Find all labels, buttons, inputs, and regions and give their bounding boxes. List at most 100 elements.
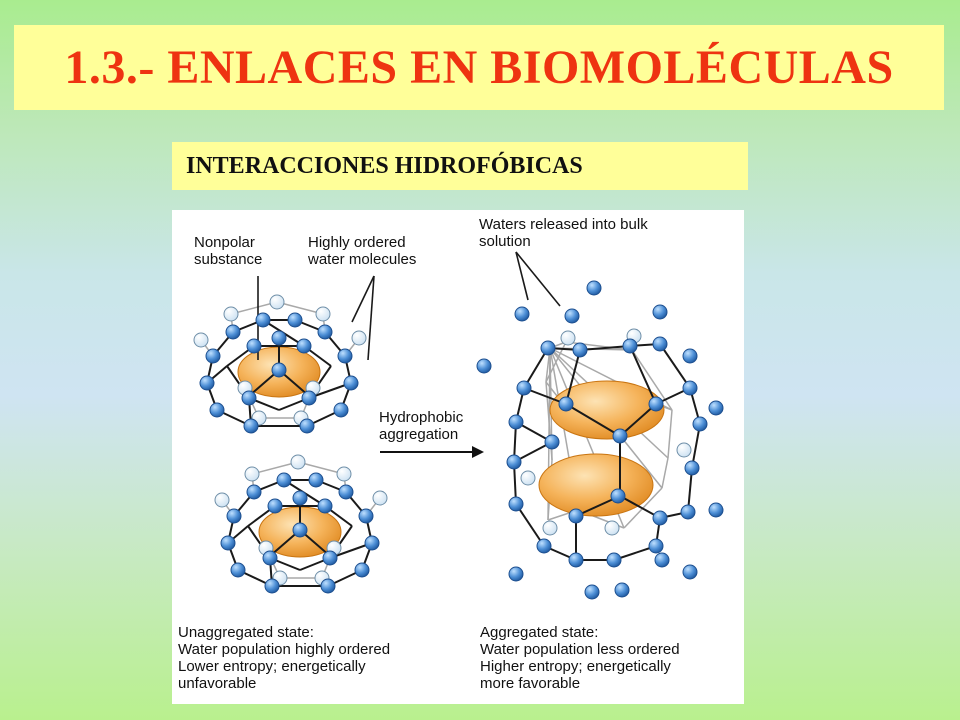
water-molecule-ordered — [322, 550, 338, 566]
water-molecule-ordered — [516, 380, 532, 396]
water-molecule-bulk — [476, 358, 492, 374]
water-molecule-ordered — [540, 340, 556, 356]
water-molecule-ordered — [610, 488, 626, 504]
water-molecule-ordered — [506, 454, 522, 470]
water-molecule-ordered — [606, 552, 622, 568]
water-molecule-ordered — [622, 338, 638, 354]
water-molecule-ordered — [220, 535, 236, 551]
water-molecule-back — [223, 306, 239, 322]
water-molecule-ordered — [652, 510, 668, 526]
water-molecule-ordered — [684, 460, 700, 476]
water-molecule-ordered — [267, 498, 283, 514]
water-molecule-ordered — [209, 402, 225, 418]
water-molecule-ordered — [296, 338, 312, 354]
water-molecule-bulk — [584, 584, 600, 600]
water-molecule-back — [315, 306, 331, 322]
water-molecule-ordered — [364, 535, 380, 551]
water-molecule-ordered — [230, 562, 246, 578]
water-molecule-ordered — [287, 312, 303, 328]
water-molecule-ordered — [558, 396, 574, 412]
caption-unaggregated-state: Unaggregated state: Water population hig… — [178, 624, 391, 692]
water-molecule-ordered — [338, 484, 354, 500]
water-molecule-ordered — [225, 324, 241, 340]
water-molecule-ordered — [333, 402, 349, 418]
slide-title: 1.3.- ENLACES EN BIOMOLÉCULAS — [64, 41, 894, 94]
water-molecule-back — [336, 466, 352, 482]
nonpolar-substance-aggregated — [549, 380, 665, 440]
water-molecule-ordered — [243, 418, 259, 434]
water-molecule-bulk — [654, 552, 670, 568]
label-waters-released: Waters released into bulk solution — [479, 216, 648, 250]
water-molecule-ordered — [358, 508, 374, 524]
water-molecule-back — [214, 492, 230, 508]
water-molecule-ordered — [652, 336, 668, 352]
water-molecule-ordered — [508, 496, 524, 512]
water-molecule-back — [290, 454, 306, 470]
water-molecule-back — [244, 466, 260, 482]
water-molecule-bulk — [682, 348, 698, 364]
water-molecule-ordered — [682, 380, 698, 396]
water-molecule-ordered — [262, 550, 278, 566]
slide-subtitle: INTERACCIONES HIDROFÓBICAS — [186, 152, 583, 179]
water-molecule-bulk — [708, 400, 724, 416]
water-molecule-back — [520, 470, 536, 486]
water-molecule-ordered — [568, 552, 584, 568]
water-molecule-ordered — [299, 418, 315, 434]
water-molecule-ordered — [271, 362, 287, 378]
water-molecule-ordered — [648, 396, 664, 412]
water-molecule-ordered — [255, 312, 271, 328]
water-molecule-back — [193, 332, 209, 348]
water-molecule-ordered — [317, 324, 333, 340]
water-molecule-ordered — [199, 375, 215, 391]
water-molecule-bulk — [508, 566, 524, 582]
nonpolar-substance-aggregated — [538, 453, 654, 517]
water-molecule-ordered — [508, 414, 524, 430]
water-molecule-bulk — [514, 306, 530, 322]
water-molecule-ordered — [292, 522, 308, 538]
water-molecule-ordered — [271, 330, 287, 346]
hydrophobic-figure: Nonpolar substance Highly ordered water … — [172, 210, 744, 704]
water-molecule-back — [269, 294, 285, 310]
water-molecule-ordered — [308, 472, 324, 488]
water-molecule-bulk — [652, 304, 668, 320]
aggregation-arrow — [380, 446, 484, 458]
water-molecule-ordered — [320, 578, 336, 594]
water-molecule-back — [542, 520, 558, 536]
water-molecule-ordered — [301, 390, 317, 406]
subtitle-banner: INTERACCIONES HIDROFÓBICAS — [172, 142, 748, 190]
water-molecule-ordered — [241, 390, 257, 406]
label-ordered-water: Highly ordered water molecules — [308, 234, 417, 268]
water-molecule-bulk — [586, 280, 602, 296]
water-molecule-ordered — [680, 504, 696, 520]
water-molecule-ordered — [536, 538, 552, 554]
water-molecule-back — [604, 520, 620, 536]
water-molecule-bulk — [682, 564, 698, 580]
water-molecule-ordered — [264, 578, 280, 594]
water-molecule-ordered — [572, 342, 588, 358]
water-molecule-ordered — [317, 498, 333, 514]
water-molecule-ordered — [226, 508, 242, 524]
water-molecule-back — [372, 490, 388, 506]
water-molecule-bulk — [708, 502, 724, 518]
water-molecule-bulk — [614, 582, 630, 598]
water-molecule-ordered — [568, 508, 584, 524]
water-molecule-ordered — [337, 348, 353, 364]
water-molecule-ordered — [343, 375, 359, 391]
water-molecule-back — [676, 442, 692, 458]
label-nonpolar-substance: Nonpolar substance — [194, 234, 263, 268]
water-molecule-ordered — [246, 338, 262, 354]
water-molecule-ordered — [292, 490, 308, 506]
water-molecule-ordered — [205, 348, 221, 364]
caption-aggregated-state: Aggregated state: Water population less … — [480, 624, 680, 692]
water-molecule-ordered — [246, 484, 262, 500]
water-molecule-back — [560, 330, 576, 346]
diagram-drawing — [193, 251, 724, 600]
water-molecule-bulk — [564, 308, 580, 324]
water-molecule-ordered — [544, 434, 560, 450]
water-molecule-ordered — [612, 428, 628, 444]
water-molecule-ordered — [648, 538, 664, 554]
water-molecule-ordered — [692, 416, 708, 432]
water-molecule-ordered — [354, 562, 370, 578]
label-hydrophobic-aggregation: Hydrophobic aggregation — [379, 409, 464, 443]
water-molecule-back — [351, 330, 367, 346]
